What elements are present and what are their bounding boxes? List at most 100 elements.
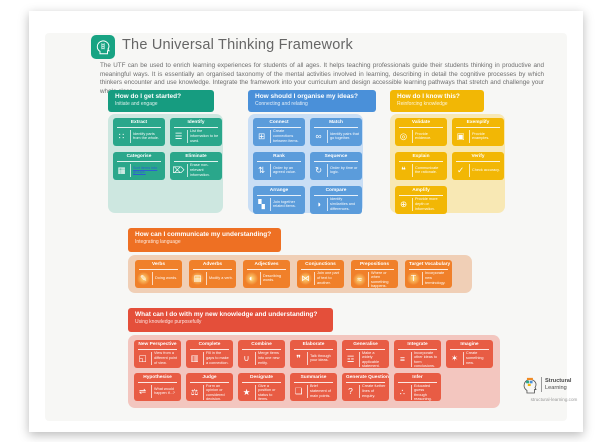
clipboard-icon: ❏	[294, 385, 303, 396]
card-description: Give a position or status to items.	[258, 383, 276, 402]
card-title: Summarise	[294, 373, 333, 383]
card-divider	[463, 352, 464, 365]
section-subtitle: Integrating language	[135, 239, 181, 246]
card-title: Target Vocabulary	[409, 260, 450, 270]
card-description: Provide more depth or information.	[415, 197, 438, 211]
section-header-get-started: How do I get started? Initiate and engag…	[108, 90, 214, 112]
card-divider	[314, 272, 315, 285]
card-divider	[412, 130, 413, 143]
card-divider	[307, 352, 308, 365]
thinking-head-icon	[91, 35, 115, 59]
card-elaborate: Elaborate❞Talk through your ideas.	[290, 340, 337, 368]
card-title: Sequence	[314, 152, 358, 162]
card-divider	[260, 272, 261, 285]
bulb-icon: ✶	[450, 352, 459, 363]
card-body: ☲Make a widely applicable statement.	[342, 350, 389, 369]
card-divider	[206, 272, 207, 285]
venn-icon: ◑	[315, 198, 322, 209]
card-title: Amplify	[399, 186, 443, 196]
card-body: ✶ Create something new.	[446, 350, 493, 369]
card-title: Adverbs	[193, 260, 232, 270]
cards-organise: Connect⊞Create connections between items…	[253, 118, 363, 214]
card-amplify: Amplify⊕Provide more depth or informatio…	[395, 186, 447, 214]
card-divider	[203, 352, 204, 365]
person-icon: ★	[242, 387, 251, 398]
card-categorise: Categorise▦Sort items into groups.	[113, 152, 165, 180]
list-icon: ☰	[174, 130, 183, 141]
card-description: Form an opinion or considered decision.	[206, 383, 225, 402]
card-body: ❞Talk through your ideas.	[290, 350, 337, 369]
blocks-icon: ⊞	[257, 130, 266, 141]
rank-icon: ⇅	[257, 164, 266, 175]
card-complete: Complete▥Fill in the gaps to make a conn…	[186, 340, 233, 368]
card-body: ✎Doing words.	[135, 270, 182, 289]
card-divider	[359, 385, 360, 398]
section-subtitle: Using knowledge purposefully	[135, 319, 202, 326]
card-title: Arrange	[257, 186, 301, 196]
card-divider	[130, 130, 131, 143]
card-divider	[270, 198, 271, 211]
card-title: Extract	[117, 118, 161, 128]
card-explain: Explain❝Communicate the rationale.	[395, 152, 447, 180]
card-body: ▥Fill in the gaps to make a connection.	[186, 350, 233, 369]
card-rank: Rank⇅Order by an agreed value.	[253, 152, 305, 180]
card-divider	[469, 164, 470, 177]
card-sequence: Sequence↻Order by time or logic.	[310, 152, 362, 180]
card-title: Elaborate	[294, 340, 333, 350]
card-body: ▤Modify a verb.	[189, 270, 236, 289]
picture-icon: ▣	[456, 130, 465, 141]
card-description: Identify similarities and differences.	[330, 197, 356, 211]
card-divider	[152, 272, 153, 285]
section-title: What can I do with my new knowledge and …	[135, 311, 318, 318]
card-identify: Identify☰List the information to be used…	[170, 118, 222, 146]
card-divider	[151, 352, 152, 365]
pair-icon: ∞	[315, 130, 322, 141]
cards-get-started: Extract∷Identify parts from the whole.Id…	[113, 118, 223, 180]
card-body: ∪ Merge items into one new entity.	[238, 350, 285, 369]
card-body: ⊕Provide more depth or information.	[395, 196, 447, 215]
card-divider	[412, 198, 413, 211]
card-description: Merge items into one new entity.	[258, 351, 280, 365]
section-title: How can I communicate my understanding?	[135, 231, 272, 238]
card-body: ▣Provide examples.	[452, 128, 504, 147]
panel-communicate: Verbs✎Doing words.Adverbs▤Modify a verb.…	[128, 255, 472, 293]
card-compare: Compare◑Identify similarities and differ…	[310, 186, 362, 214]
card-description: Join together related items.	[273, 199, 296, 209]
card-description: Sort items into groups.	[133, 165, 158, 175]
card-description: Incorporate new terminology.	[425, 271, 446, 285]
card-title: Explain	[399, 152, 443, 162]
card-body: ⋈Join one part of text to another.	[297, 270, 344, 289]
logo-website: structural-learning.com	[530, 397, 578, 402]
keyboard-icon: ▤	[191, 271, 204, 285]
merge-icon: ∪	[243, 352, 250, 363]
card-divider	[255, 352, 256, 365]
card-description: Make a widely applicable statement.	[362, 350, 380, 369]
card-verbs: Verbs✎Doing words.	[135, 260, 182, 288]
card-divider	[359, 352, 360, 368]
card-body: ◐Describing words.	[243, 270, 290, 289]
card-designate: Designate★Give a position or status to i…	[238, 373, 285, 401]
card-extract: Extract∷Identify parts from the whole.	[113, 118, 165, 146]
card-title: Prepositions	[355, 260, 394, 270]
structural-learning-logo: Structural Learning structural-learning.…	[521, 375, 587, 402]
card-exemplify: Exemplify▣Provide examples.	[452, 118, 504, 146]
check-icon: ✓	[456, 164, 465, 175]
card-body: ▚Join together related items.	[253, 196, 305, 215]
card-body: ?Create further lines of enquiry.	[342, 383, 389, 402]
card-description: Provide evidence.	[415, 131, 432, 141]
card-adverbs: Adverbs▤Modify a verb.	[189, 260, 236, 288]
card-title: Verbs	[139, 260, 178, 270]
card-body: ◑ Identify similarities and differences.	[310, 196, 362, 215]
card-arrange: Arrange▚Join together related items.	[253, 186, 305, 214]
card-description: Brief statement of main points.	[310, 384, 331, 398]
card-description: Erase non-relevant information.	[190, 163, 210, 177]
card-description: List the information to be used.	[190, 129, 219, 143]
pen-icon: ✎	[137, 271, 150, 285]
card-description: Create something new.	[466, 351, 484, 365]
card-body: ∴Educated guess through reasoning.	[394, 383, 441, 402]
card-title: Adjectives	[247, 260, 286, 270]
card-match: Match∞Identify pairs that go together.	[310, 118, 362, 146]
card-divider	[270, 164, 271, 177]
section-header-know: How do I know this? Reinforcing knowledg…	[390, 90, 484, 112]
